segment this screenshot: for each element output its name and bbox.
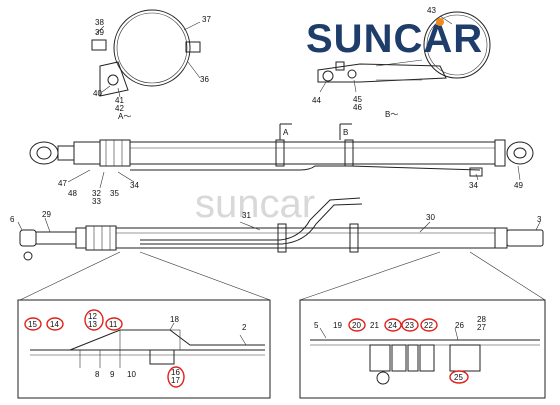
callout-16: 16 — [171, 368, 180, 377]
view-a-label: A～ — [118, 112, 131, 121]
callout-19: 19 — [333, 321, 342, 330]
callout-48: 48 — [68, 189, 77, 198]
detail-box-left — [17, 299, 271, 399]
highlight-14 — [46, 317, 64, 331]
callout-49: 49 — [514, 181, 523, 190]
callout-3: 3 — [537, 215, 542, 224]
lower-cylinder-assembly — [17, 197, 544, 261]
highlight-marks-right — [348, 318, 469, 384]
callout-33: 33 — [92, 197, 101, 206]
callout-18: 18 — [170, 315, 179, 324]
callout-17: 17 — [171, 376, 180, 385]
callout-25: 25 — [454, 373, 463, 382]
highlight-23 — [401, 318, 419, 332]
callout-6: 6 — [10, 215, 15, 224]
view-b-clamp-drawing — [317, 11, 491, 93]
section-marker-b-text: B — [343, 128, 348, 137]
callout-28: 28 — [477, 315, 486, 324]
callout-20: 20 — [352, 321, 361, 330]
callout-21: 21 — [370, 321, 379, 330]
section-marker-a-text: A — [283, 128, 289, 137]
callout-39: 39 — [95, 28, 104, 37]
highlight-11 — [105, 317, 123, 331]
callout-12: 12 — [88, 312, 97, 321]
callout-14: 14 — [50, 320, 59, 329]
view-b-label: B～ — [385, 110, 398, 119]
callout-5: 5 — [314, 321, 319, 330]
callout-47: 47 — [58, 179, 67, 188]
callout-26: 26 — [455, 321, 464, 330]
highlight-25 — [449, 370, 469, 384]
callout-9: 9 — [110, 370, 115, 379]
callout-31: 31 — [242, 211, 251, 220]
callout-11: 11 — [109, 320, 118, 329]
watermark-text: suncar — [195, 182, 315, 226]
highlight-22 — [420, 318, 438, 332]
callout-38: 38 — [95, 18, 104, 27]
suncar-logo: SUNCAR — [306, 17, 483, 61]
callout-27: 27 — [477, 323, 486, 332]
callout-34: 34 — [130, 181, 139, 190]
callout-37: 37 — [202, 15, 211, 24]
callout-34-right: 34 — [469, 181, 478, 190]
callout-13: 13 — [88, 320, 97, 329]
callout-40: 40 — [93, 89, 102, 98]
detail-expansion-lines — [19, 251, 546, 301]
callout-46: 46 — [353, 103, 362, 112]
section-marker-b: B — [339, 123, 352, 140]
callout-29: 29 — [42, 210, 51, 219]
callout-2: 2 — [242, 323, 247, 332]
callout-30: 30 — [426, 213, 435, 222]
section-marker-a: A — [279, 123, 292, 140]
suncar-logo-text: SUNCAR — [306, 17, 483, 61]
callout-15: 15 — [28, 320, 37, 329]
highlight-15 — [24, 317, 42, 331]
logo-sun-icon — [436, 18, 444, 26]
highlight-16-17 — [167, 366, 185, 388]
highlight-20 — [348, 318, 366, 332]
highlight-12-13 — [84, 309, 104, 331]
callout-43: 43 — [427, 6, 436, 15]
callout-32: 32 — [92, 189, 101, 198]
highlight-24 — [384, 318, 402, 332]
upper-cylinder-assembly — [29, 139, 534, 189]
highlight-marks-left — [24, 309, 185, 388]
callout-8: 8 — [95, 370, 100, 379]
detail-box-right — [299, 299, 546, 399]
callout-36: 36 — [200, 75, 209, 84]
view-a-clamp-drawing — [91, 9, 201, 98]
callout-44: 44 — [312, 96, 321, 105]
callout-45: 45 — [353, 95, 362, 104]
callout-41: 41 — [115, 96, 124, 105]
callout-10: 10 — [127, 370, 136, 379]
callout-22: 22 — [424, 321, 433, 330]
callout-42: 42 — [115, 104, 124, 113]
callout-24: 24 — [388, 321, 397, 330]
callout-23: 23 — [405, 321, 414, 330]
callout-35: 35 — [110, 189, 119, 198]
